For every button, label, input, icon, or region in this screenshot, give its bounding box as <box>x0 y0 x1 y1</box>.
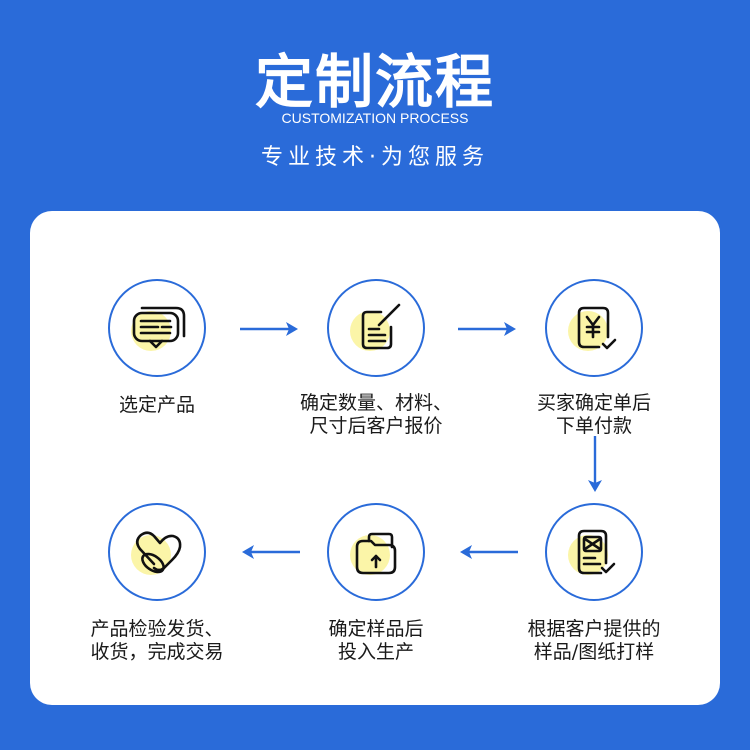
arrow-left-icon <box>460 545 518 559</box>
step-4-label: 根据客户提供的 样品/图纸打样 <box>527 618 661 663</box>
arrow-right-icon <box>458 322 516 336</box>
handshake-heart-icon <box>135 531 182 574</box>
step-6-label: 产品检验发货、 收货，完成交易 <box>90 618 224 663</box>
sample-document-icon <box>577 529 616 575</box>
chat-bubble-icon <box>132 306 186 349</box>
page-subtitle-en: CUSTOMIZATION PROCESS <box>281 110 469 126</box>
step-5-label: 确定样品后 投入生产 <box>328 618 424 663</box>
step-1-circle <box>108 279 206 377</box>
step-3-label: 买家确定单后 下单付款 <box>536 392 651 437</box>
step-5-circle <box>327 503 425 601</box>
step-4-circle <box>545 503 643 601</box>
arrow-down-icon <box>588 436 602 492</box>
step-2-label: 确定数量、材料、 尺寸后客户报价 <box>299 392 452 437</box>
step-2-circle <box>327 279 425 377</box>
arrow-right-icon <box>240 322 298 336</box>
yen-payment-icon <box>577 306 617 350</box>
page-tagline: 专业技术·为您服务 <box>261 145 489 170</box>
accent-blob <box>350 311 390 351</box>
step-6-circle <box>108 503 206 601</box>
arrow-left-icon <box>242 545 300 559</box>
document-edit-icon <box>361 303 401 350</box>
step-1-label: 选定产品 <box>118 394 195 416</box>
step-3-circle <box>545 279 643 377</box>
folder-upload-icon <box>355 532 397 575</box>
accent-blob <box>131 311 171 351</box>
page-title: 定制流程 <box>254 48 495 116</box>
